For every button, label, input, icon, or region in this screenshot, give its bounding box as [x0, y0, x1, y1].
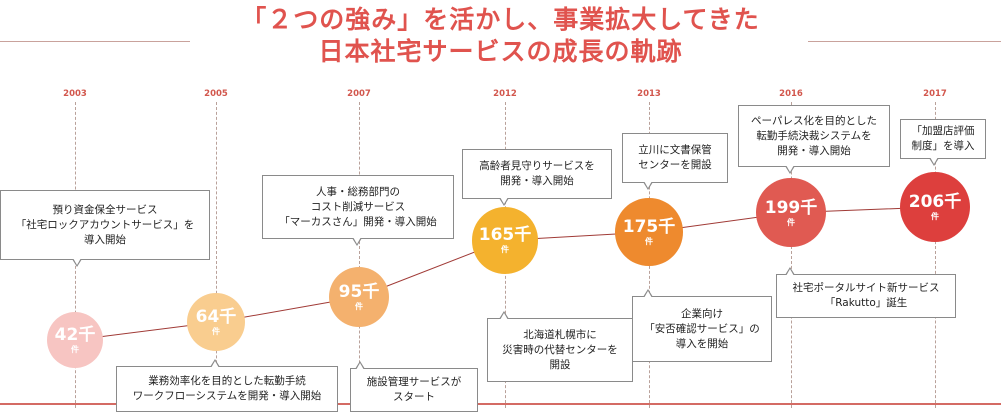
note-2007b: 施設管理サービスが スタート [350, 368, 478, 412]
year-gridline-2007 [359, 102, 360, 408]
data-point-2016: 199千件 [756, 177, 826, 248]
note-2005-pointer [210, 359, 220, 368]
note-2017-pointer [929, 157, 939, 166]
data-label-2013: 175千 [622, 217, 676, 238]
data-label-2005: 64千 [195, 307, 237, 328]
data-unit-2007: 件 [354, 302, 363, 311]
note-2016a: ペーパレス化を目的とした 転勤手続決裁システムを 開発・導入開始 [738, 105, 890, 167]
year-label-2005: 2005 [204, 89, 228, 99]
data-label-2003: 42千 [54, 325, 96, 345]
year-label-2007: 2007 [347, 89, 371, 99]
data-unit-2017: 件 [931, 212, 939, 221]
page-title-line1: 「２つの強み」を活かし、事業拡大してきた [241, 5, 760, 34]
note-2013a: 立川に文書保管 センターを開設 [622, 133, 728, 183]
note-2007b-pointer [355, 361, 365, 370]
data-point-2003: 42千件 [47, 312, 103, 368]
note-2005: 業務効率化を目的とした転勤手続 ワークフローシステムを開発・導入開始 [116, 366, 338, 412]
timeline-baseline [0, 403, 1001, 405]
data-point-2017: 206千件 [900, 172, 970, 242]
note-2007a-pointer [352, 237, 362, 246]
note-2012b: 北海道札幌市に 災害時の代替センターを 開設 [487, 318, 633, 382]
title-rule-right [808, 41, 1001, 42]
data-label-2017: 206千 [908, 192, 962, 212]
data-unit-2012: 件 [501, 245, 509, 255]
note-2012a: 高齢者見守りサービスを 開発・導入開始 [462, 149, 612, 199]
note-2012a-pointer [499, 197, 509, 206]
note-2016a-pointer [785, 165, 795, 174]
year-label-2013: 2013 [637, 89, 661, 99]
year-label-2003: 2003 [63, 89, 87, 99]
data-point-2007: 95千件 [328, 266, 390, 328]
note-2017: 「加盟店評価 制度」を導入 [900, 119, 986, 159]
note-2016b: 社宅ポータルサイト新サービス 「Rakutto」誕生 [776, 274, 956, 318]
data-point-2013: 175千件 [615, 198, 683, 266]
data-unit-2013: 件 [644, 237, 653, 247]
year-gridline-2005 [216, 102, 217, 408]
year-label-2016: 2016 [779, 89, 803, 99]
data-unit-2016: 件 [786, 217, 795, 227]
note-2003-pointer [72, 258, 82, 267]
year-label-2012: 2012 [493, 89, 517, 99]
note-2013b: 企業向け 「安否確認サービス」の 導入を開始 [632, 296, 772, 362]
year-gridline-2017 [935, 102, 936, 408]
data-label-2016: 199千 [764, 197, 818, 218]
note-2013b-pointer [643, 289, 653, 298]
note-2016b-pointer [785, 267, 795, 276]
title-rule-left [0, 41, 190, 42]
year-label-2017: 2017 [923, 89, 947, 99]
page-title-line2: 日本社宅サービスの成長の軌跡 [318, 37, 683, 66]
note-2013a-pointer [643, 181, 653, 190]
data-point-2012: 165千件 [471, 207, 539, 274]
note-2003: 預り資金保全サービス 「社宅ロックアカウントサービス」を 導入開始 [0, 190, 210, 260]
data-unit-2005: 件 [211, 327, 220, 337]
note-2007a: 人事・総務部門の コスト削減サービス 「マーカスさん」開発・導入開始 [262, 175, 454, 239]
data-point-2005: 64千件 [187, 293, 245, 352]
data-unit-2003: 件 [71, 345, 79, 354]
data-label-2007: 95千 [338, 282, 380, 302]
note-2012b-pointer [499, 311, 509, 320]
data-label-2012: 165千 [478, 225, 532, 246]
year-gridline-2016 [791, 102, 792, 408]
